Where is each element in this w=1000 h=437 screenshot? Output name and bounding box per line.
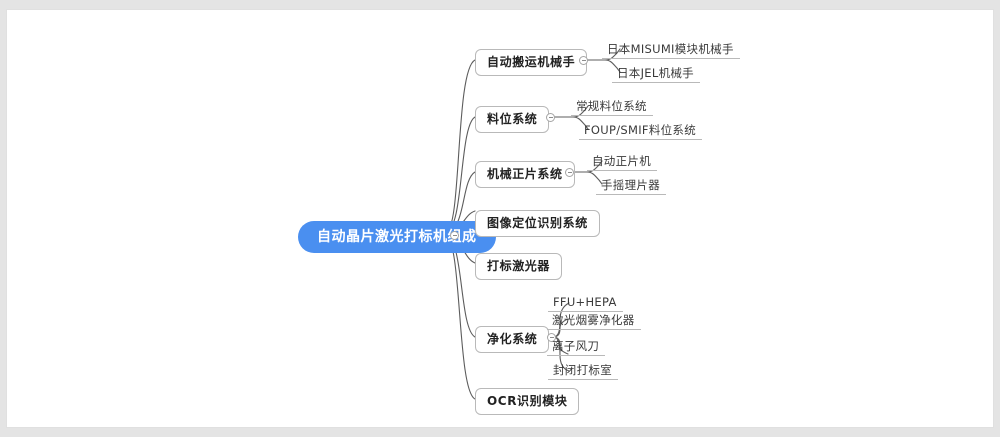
edge-branch-6-child-2 — [552, 318, 569, 338]
branch-node-image-positioning-system[interactable]: 图像定位识别系统 — [475, 210, 600, 237]
leaf-label: 封闭打标室 — [553, 363, 612, 377]
leaf-label: 日本JEL机械手 — [617, 66, 694, 80]
branch-label: 自动搬运机械手 — [487, 55, 576, 69]
leaf-node-jel-robot[interactable]: 日本JEL机械手 — [612, 64, 700, 83]
branch-node-level-system[interactable]: 料位系统 — [475, 106, 550, 133]
leaf-node-standard-level-system[interactable]: 常规料位系统 — [571, 97, 653, 116]
leaf-node-foup-smif-level-system[interactable]: FOUP/SMIF料位系统 — [579, 121, 703, 140]
branch-label: 打标激光器 — [487, 259, 551, 273]
collapse-minus-icon-root[interactable] — [450, 231, 459, 240]
leaf-label: FOUP/SMIF料位系统 — [584, 123, 697, 137]
leaf-label: 离子风刀 — [552, 339, 600, 353]
branch-label: 净化系统 — [487, 332, 538, 346]
leaf-label: 激光烟雾净化器 — [552, 313, 635, 327]
leaf-label: 常规料位系统 — [576, 99, 647, 113]
branch-label: 机械正片系统 — [487, 167, 563, 181]
branch-node-purification-system[interactable]: 净化系统 — [475, 326, 550, 353]
leaf-node-manual-wafer-sorter[interactable]: 手摇理片器 — [596, 176, 666, 195]
root-node[interactable]: 自动晶片激光打标机组成 — [298, 221, 496, 253]
collapse-minus-icon-branch-6[interactable] — [547, 333, 556, 342]
leaf-node-misumi-robot[interactable]: 日本MISUMI模块机械手 — [602, 40, 740, 59]
branch-node-marking-laser[interactable]: 打标激光器 — [475, 253, 563, 280]
collapse-minus-icon-branch-2[interactable] — [546, 113, 555, 122]
edge-branch-3-child-2 — [586, 171, 603, 185]
branch-node-mechanical-aligner-system[interactable]: 机械正片系统 — [475, 161, 575, 188]
leaf-node-ionizing-air-knife[interactable]: 离子风刀 — [547, 337, 606, 356]
edge-branch-2-child-2 — [572, 116, 589, 130]
branch-node-automatic-transfer-robot[interactable]: 自动搬运机械手 — [475, 49, 588, 76]
branch-label: 图像定位识别系统 — [487, 216, 588, 230]
mindmap-canvas[interactable]: 自动晶片激光打标机组成 自动搬运机械手 日本MISUMI模块机械手 日本JEL机… — [6, 9, 994, 428]
leaf-label: 手摇理片器 — [601, 178, 660, 192]
leaf-node-enclosed-marking-chamber[interactable]: 封闭打标室 — [548, 361, 618, 380]
leaf-label: FFU+HEPA — [553, 295, 617, 309]
leaf-node-ffu-hepa[interactable]: FFU+HEPA — [548, 293, 623, 312]
edge-root-to-branch-1 — [445, 59, 476, 233]
leaf-node-laser-fume-purifier[interactable]: 激光烟雾净化器 — [547, 311, 641, 330]
edge-branch-1-child-2 — [604, 59, 621, 73]
branch-label: 料位系统 — [487, 112, 538, 126]
leaf-label: 自动正片机 — [592, 154, 651, 168]
leaf-label: 日本MISUMI模块机械手 — [607, 42, 734, 56]
collapse-minus-icon-branch-3[interactable] — [565, 168, 574, 177]
collapse-minus-icon-branch-1[interactable] — [579, 56, 588, 65]
branch-label: OCR识别模块 — [487, 394, 568, 408]
branch-node-ocr-module[interactable]: OCR识别模块 — [475, 388, 580, 415]
leaf-node-auto-aligner[interactable]: 自动正片机 — [587, 152, 657, 171]
root-node-label: 自动晶片激光打标机组成 — [317, 229, 477, 245]
